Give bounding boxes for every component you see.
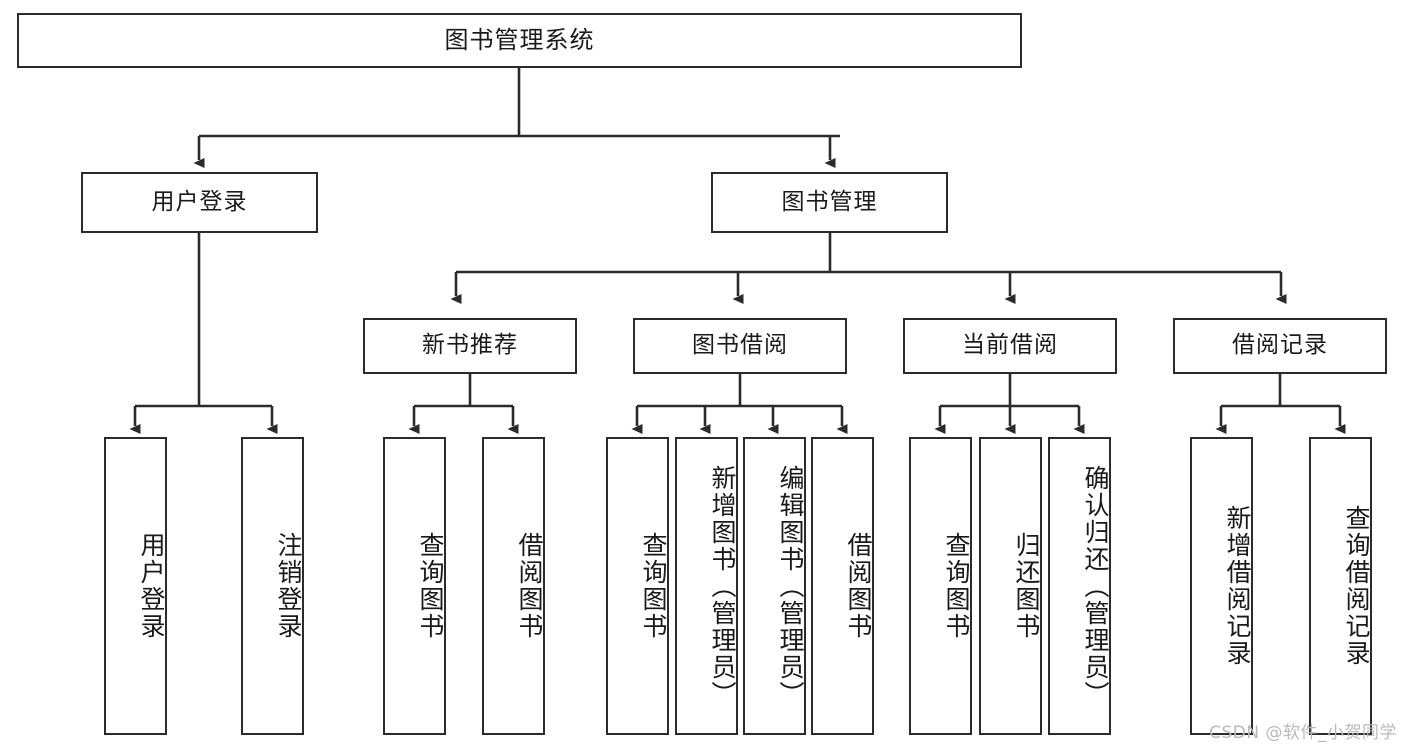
node-label: 查询图书 bbox=[639, 532, 668, 640]
leaf-new-book-borrow-book[interactable]: 借阅图书 bbox=[482, 437, 545, 735]
node-current-borrow[interactable]: 当前借阅 bbox=[903, 318, 1117, 374]
node-label: 确认归还（管理员） bbox=[1081, 464, 1110, 708]
node-label: 查询图书 bbox=[942, 532, 971, 640]
leaf-current-borrow-query-book[interactable]: 查询图书 bbox=[909, 437, 972, 735]
node-label: 用户登录 bbox=[151, 188, 248, 215]
node-book-borrow[interactable]: 图书借阅 bbox=[633, 318, 847, 374]
node-label: 新增图书（管理员） bbox=[708, 464, 737, 708]
node-book-management[interactable]: 图书管理 bbox=[711, 172, 948, 233]
node-label: 注销登录 bbox=[274, 532, 303, 640]
node-label: 借阅图书 bbox=[515, 532, 544, 640]
leaf-book-borrow-query-book[interactable]: 查询图书 bbox=[606, 437, 669, 735]
node-label: 当前借阅 bbox=[962, 332, 1058, 359]
node-label: 新书推荐 bbox=[422, 332, 518, 359]
leaf-new-book-query-book[interactable]: 查询图书 bbox=[383, 437, 446, 735]
node-label: 图书管理 bbox=[781, 188, 878, 215]
node-root-book-management-system[interactable]: 图书管理系统 bbox=[17, 13, 1022, 68]
leaf-book-borrow-add-book-admin[interactable]: 新增图书（管理员） bbox=[675, 437, 738, 735]
node-label: 借阅图书 bbox=[844, 532, 873, 640]
node-label: 查询借阅记录 bbox=[1342, 505, 1371, 667]
leaf-book-borrow-edit-book-admin[interactable]: 编辑图书（管理员） bbox=[743, 437, 806, 735]
node-label: 编辑图书（管理员） bbox=[776, 464, 805, 708]
leaf-user-login-logout[interactable]: 注销登录 bbox=[241, 437, 304, 735]
node-label: 用户登录 bbox=[137, 532, 166, 640]
leaf-borrow-record-add-record[interactable]: 新增借阅记录 bbox=[1190, 437, 1253, 735]
node-borrow-record[interactable]: 借阅记录 bbox=[1173, 318, 1387, 374]
leaf-book-borrow-borrow-book[interactable]: 借阅图书 bbox=[811, 437, 874, 735]
node-user-login[interactable]: 用户登录 bbox=[81, 172, 318, 233]
node-label: 查询图书 bbox=[416, 532, 445, 640]
node-label: 新增借阅记录 bbox=[1223, 505, 1252, 667]
watermark: CSDN @软件_小贺同学 bbox=[1209, 723, 1397, 743]
node-label: 图书管理系统 bbox=[444, 26, 595, 55]
node-label: 借阅记录 bbox=[1232, 332, 1328, 359]
node-label: 图书借阅 bbox=[692, 332, 788, 359]
leaf-current-borrow-confirm-return-admin[interactable]: 确认归还（管理员） bbox=[1048, 437, 1111, 735]
node-new-book-recommend[interactable]: 新书推荐 bbox=[363, 318, 577, 374]
leaf-borrow-record-query-record[interactable]: 查询借阅记录 bbox=[1309, 437, 1372, 735]
leaf-user-login-login[interactable]: 用户登录 bbox=[104, 437, 167, 735]
node-label: 归还图书 bbox=[1012, 532, 1041, 640]
leaf-current-borrow-return-book[interactable]: 归还图书 bbox=[979, 437, 1042, 735]
